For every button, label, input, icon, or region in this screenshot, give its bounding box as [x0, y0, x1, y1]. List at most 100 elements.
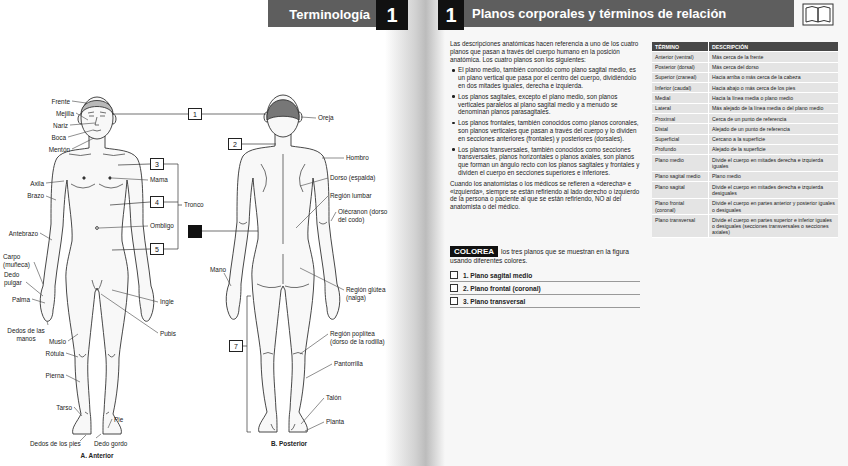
anterior-figure	[95, 117, 99, 125]
part-label: Dedo pulgar	[4, 271, 28, 286]
checkbox	[450, 271, 458, 279]
view-caption: B. Posterior	[254, 440, 324, 448]
leader-line	[224, 268, 344, 431]
page-title: Planos corporales y términos de relación	[472, 6, 726, 22]
chapter-number-box: 1	[376, 0, 408, 30]
anterior-figure	[71, 184, 123, 188]
part-label: Olécranon (dorso del codo)	[338, 208, 388, 223]
table-cell: Divide el cuerpo en partes superior e in…	[708, 215, 838, 237]
body-paragraph: Los planos sagitales, excepto el plano m…	[458, 93, 642, 116]
body-paragraph: Los planos transversales, también conoci…	[458, 146, 642, 177]
part-label: Antebrazo	[9, 230, 38, 238]
book-icon	[806, 7, 830, 23]
table-row: Plano medioDivide el cuerpo en mitades d…	[652, 155, 838, 172]
bullet-dot	[452, 122, 455, 125]
box-text: 1	[445, 4, 456, 27]
table-row: Plano transversalDivide el cuerpo en par…	[652, 215, 838, 238]
part-label: Mejilla	[56, 110, 74, 118]
part-label: Dorso (espalda)	[330, 174, 375, 182]
part-label: Dedos de las manos	[6, 327, 46, 342]
box-text: 2	[233, 141, 237, 148]
table-row: Inferior (caudal)Hacia abajo o más cerca…	[652, 83, 838, 93]
bullet-dot	[452, 95, 455, 98]
callout-bracket	[110, 164, 150, 250]
part-label: Rótula	[46, 350, 64, 358]
anterior-figure	[81, 97, 113, 139]
table-cell: Distal	[652, 124, 708, 133]
table-cell: Más cerca de la frente	[708, 52, 838, 61]
table-cell: Plano frontal (coronal)	[652, 199, 708, 215]
anterior-figure	[69, 154, 125, 156]
part-label: Dedo gordo	[94, 440, 127, 448]
right-page	[440, 0, 848, 466]
posterior-figure	[226, 95, 340, 432]
anterior-figure	[40, 97, 154, 434]
part-label: Brazo	[27, 192, 44, 200]
table-cell: Profundo	[652, 145, 708, 154]
table-row: MedialHacia la línea media o plano medio	[652, 93, 838, 103]
leader-line	[68, 101, 95, 149]
table-cell: Plano sagital medio	[652, 172, 708, 181]
body-paragraph: Las descripciones anatómicas hacen refer…	[450, 40, 642, 63]
part-label: Tronco	[184, 201, 204, 209]
table-row: Plano sagitalDivide el cuerpo en mitades…	[652, 182, 838, 199]
anterior-figure	[96, 227, 99, 230]
leader-line	[66, 334, 112, 441]
header-label: Terminología	[289, 7, 370, 23]
anterior-figure	[83, 177, 85, 179]
anterior-figure	[88, 112, 106, 113]
checkbox	[450, 284, 458, 292]
callout-bracket	[110, 114, 276, 432]
table-cell: Medial	[652, 93, 708, 102]
table-cell: Hacia abajo o más cerca de los pies	[708, 83, 838, 92]
checklist-item: 2. Plano frontal (coronal)	[463, 285, 541, 292]
anterior-figure	[85, 412, 109, 414]
part-label: Boca	[51, 134, 66, 142]
body-paragraph: Cuando los anatomistas o los médicos se …	[450, 180, 642, 211]
part-label: Carpo (muñeca)	[3, 253, 33, 268]
posterior-figure	[267, 95, 299, 137]
instruction-badge: COLOREA	[450, 246, 498, 257]
part-label: Pubis	[160, 330, 176, 338]
checklist-item: 1. Plano sagital medio	[463, 272, 532, 279]
box-text: 7	[234, 343, 238, 350]
table-cell: Plano medio	[652, 155, 708, 171]
part-label: Frente	[52, 98, 70, 106]
table-row: Plano sagital medioPlano medio	[652, 172, 838, 182]
part-label: Ombligo	[150, 222, 174, 230]
posterior-figure	[257, 284, 309, 288]
posterior-figure	[271, 424, 295, 430]
posterior-figure	[261, 164, 305, 192]
table-cell: Anterior (ventral)	[652, 52, 708, 61]
callout-box: 4	[150, 196, 164, 208]
part-label: Planta	[326, 418, 344, 426]
table-row: Anterior (ventral)Más cerca de la frente	[652, 52, 838, 62]
posterior-figure	[226, 134, 340, 432]
part-label: Región glútea (nalga)	[346, 286, 388, 301]
book-icon	[803, 4, 833, 25]
part-label: Hombro	[346, 154, 369, 162]
table-cell: Hacia la línea media o plano medio	[708, 93, 838, 102]
callout-box: 5	[150, 243, 164, 255]
table-cell: Más cerca del dorso	[708, 63, 838, 72]
part-label: Talón	[326, 394, 341, 402]
table-cell: Divide el cuerpo en mitades derecha e iz…	[708, 182, 838, 198]
table-row: DistalAlejado de un punto de referencia	[652, 124, 838, 134]
book-icon	[803, 4, 833, 25]
table-cell: Más alejado de la línea media o del plan…	[708, 104, 838, 113]
part-label: Región lumbar	[330, 192, 372, 200]
posterior-figure	[283, 254, 284, 284]
anterior-figure	[69, 112, 125, 414]
chapter-number-box: 1	[438, 0, 464, 30]
box-text: COLOREA	[454, 247, 494, 256]
table-row: SuperficialCercano a la superficie	[652, 135, 838, 145]
table-cell: TÉRMINO	[652, 42, 708, 51]
header-band	[464, 0, 794, 27]
table-row: TÉRMINODESCRIPCIÓN	[652, 42, 838, 52]
leader-line	[26, 101, 344, 441]
callout-box: 7	[229, 340, 243, 352]
table-cell: Superior (craneal)	[652, 73, 708, 82]
table-cell: Proximal	[652, 114, 708, 123]
table-row: ProximalCerca de un punto de referencia	[652, 114, 838, 124]
box-text: 5	[155, 246, 159, 253]
